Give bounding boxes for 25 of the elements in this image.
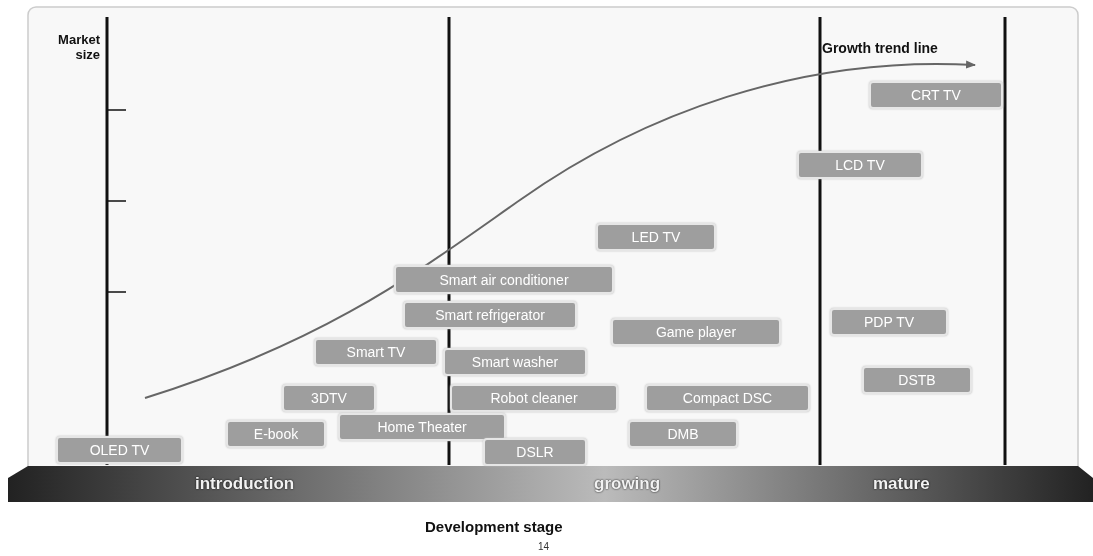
product-box: Smart air conditioner [394,265,614,294]
stage-label: introduction [195,474,295,494]
product-box: E-book [226,420,326,448]
product-box: Compact DSC [645,384,810,412]
product-box: OLED TV [56,436,183,464]
product-box: Home Theater [338,413,506,441]
product-box: DSLR [483,438,587,466]
product-box: Smart washer [443,348,587,376]
axis-title: Development stage [425,518,563,535]
product-box: Smart refrigerator [403,301,577,329]
product-box: Smart TV [314,338,438,366]
product-box: PDP TV [830,308,948,336]
product-box: DMB [628,420,738,448]
product-box: LED TV [596,223,716,251]
product-box: Game player [611,318,781,346]
product-box: CRT TV [869,81,1003,109]
product-box: 3DTV [282,384,376,412]
product-box: LCD TV [797,151,923,179]
product-box: Robot cleaner [450,384,618,412]
product-box: DSTB [862,366,972,394]
trend-label: Growth trend line [822,40,938,56]
page-number: 14 [538,541,550,552]
axis-title: Market size [57,32,100,62]
stage-label: growing [594,474,661,494]
stage-label: mature [873,474,930,494]
